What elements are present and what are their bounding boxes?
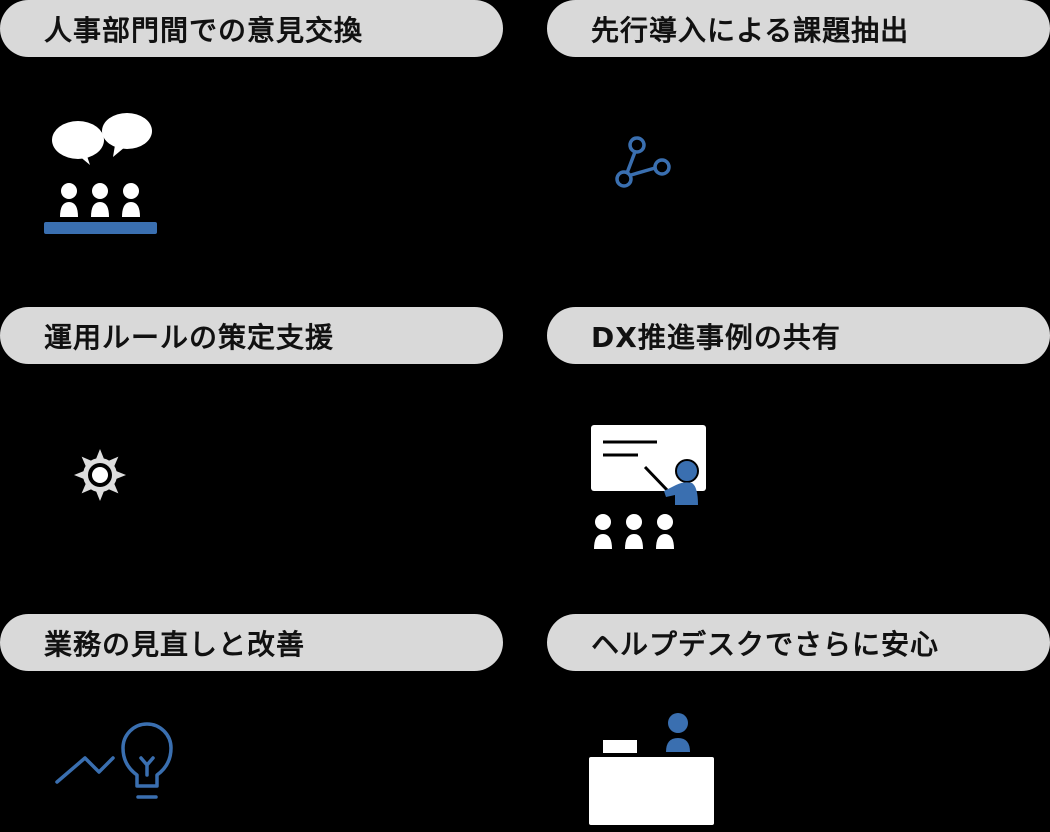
header-pill-dx-cases: DX推進事例の共有 [547, 307, 1050, 364]
item-title: 先行導入による課題抽出 [591, 13, 910, 47]
item-title: 運用ルールの策定支援 [44, 320, 335, 354]
trend-lightbulb-icon [55, 722, 173, 799]
item-title: ヘルプデスクでさらに安心 [591, 627, 940, 661]
item-title: 業務の見直しと改善 [44, 627, 306, 661]
header-pill-opinion-exchange: 人事部門間での意見交換 [0, 0, 503, 57]
header-pill-business-review: 業務の見直しと改善 [0, 614, 503, 671]
header-pill-helpdesk: ヘルプデスクでさらに安心 [547, 614, 1050, 671]
item-title: DX推進事例の共有 [591, 320, 841, 354]
branch-nodes-icon [615, 136, 671, 188]
presentation-icon [591, 425, 706, 549]
meeting-discussion-icon [44, 113, 157, 234]
header-pill-rule-support: 運用ルールの策定支援 [0, 307, 503, 364]
helpdesk-icon [589, 713, 714, 825]
header-pill-early-adoption: 先行導入による課題抽出 [547, 0, 1050, 57]
item-title: 人事部門間での意見交換 [44, 13, 364, 47]
gear-icon [74, 449, 126, 501]
